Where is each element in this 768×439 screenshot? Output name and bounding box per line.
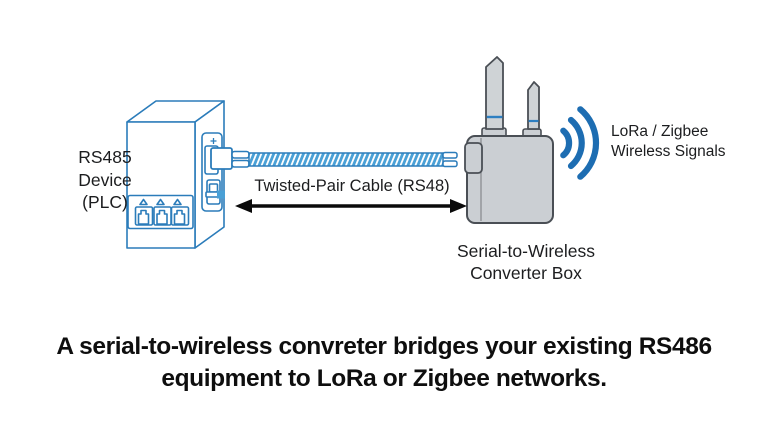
wireless-signals-label: LoRa / Zigbee Wireless Signals: [611, 123, 726, 160]
cable-span-arrow: [235, 199, 467, 213]
rj45-port-3: [170, 198, 190, 226]
antenna-right: [527, 81, 540, 130]
plc-device: [126, 100, 225, 249]
rj45-port-1: [134, 198, 154, 226]
terminal-inner: [208, 183, 219, 193]
cable-crimp-left-bottom: [231, 159, 250, 168]
port-marker-icon: [156, 198, 165, 206]
arrowhead-left-icon: [235, 199, 252, 213]
cable-band: [248, 152, 444, 167]
twisted-pair-cable: [210, 147, 458, 170]
converter-box: [464, 56, 554, 224]
cable-crimp-left-top: [231, 150, 250, 159]
antenna-left: [485, 56, 504, 130]
cable-crimp-right-bottom: [442, 160, 458, 168]
rj45-port-2: [153, 198, 172, 226]
cable-label: Twisted-Pair Cable (RS48): [254, 177, 450, 195]
arrowhead-right-icon: [450, 199, 467, 213]
screw-plus-icon: [210, 138, 217, 144]
wireless-signal-icon: [560, 106, 600, 180]
converter-box-label: Serial-to-Wireless Converter Box: [456, 241, 596, 283]
cable-plug-left: [210, 147, 233, 170]
device-label: RS485 Device (PLC): [78, 147, 132, 212]
caption-text: A serial-to-wireless convreter bridges y…: [56, 333, 712, 392]
terminal-knob: [217, 190, 225, 199]
port-marker-icon: [173, 198, 182, 206]
port-marker-icon: [139, 198, 148, 206]
converter-body: [466, 135, 554, 224]
cable-crimp-right-top: [442, 151, 458, 159]
converter-serial-port: [464, 142, 483, 174]
